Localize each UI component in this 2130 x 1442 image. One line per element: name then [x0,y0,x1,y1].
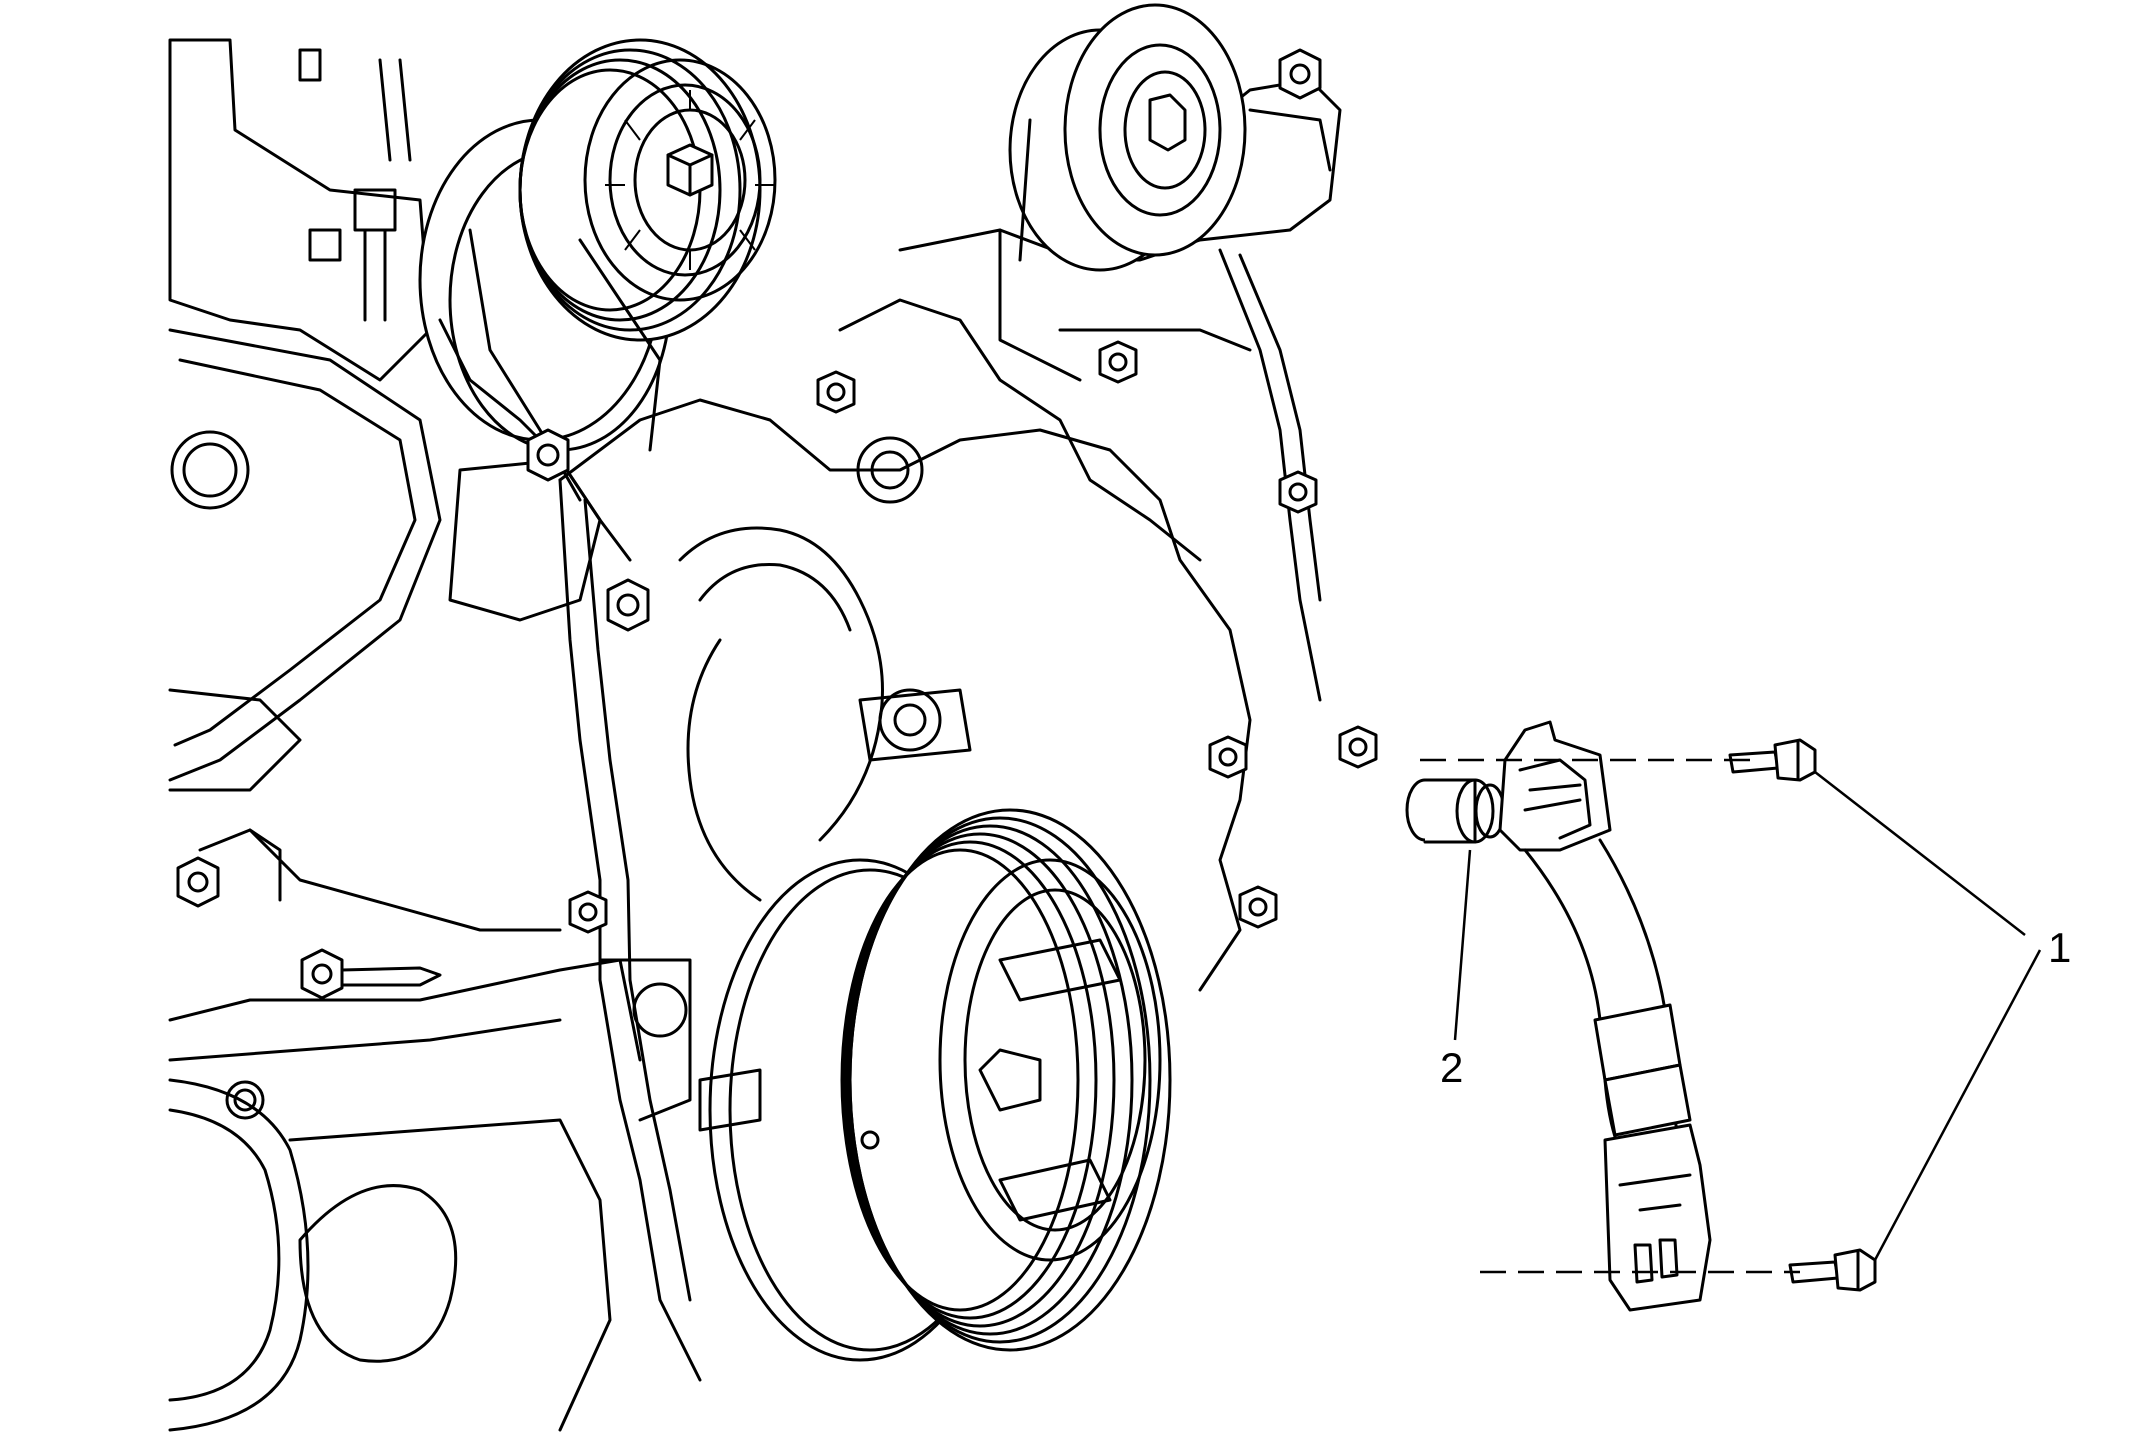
sensor-bolt-upper [1728,738,1817,782]
bolt-hex-1 [526,428,570,482]
bolt-hex-3 [816,370,856,414]
crankshaft-balancer [698,808,1172,1362]
bolt-hex-6 [1208,735,1248,779]
bolt-hex-8 [1238,885,1278,929]
bolt-hex-5 [1278,470,1318,514]
bolt-hex-11 [300,948,344,1000]
crankshaft-position-sensor [1405,720,1712,1312]
callout-2: 2 [1440,1044,1463,1091]
bolt-hex-10 [176,856,220,908]
bolt-hex-12 [1278,48,1322,100]
bolt-hex-2 [606,578,650,632]
leader-lines [1453,771,2042,1261]
alignment-lines [1420,758,1800,1274]
callout-1: 1 [2048,924,2071,971]
cover-bolts [176,48,1378,1000]
bolt-hex-7 [1338,725,1378,769]
bolt-hex-4 [1098,340,1138,384]
idler-pulley [1008,3,1332,272]
sensor-bolt-lower [1788,1248,1877,1292]
bolt-hex-9 [568,890,608,934]
